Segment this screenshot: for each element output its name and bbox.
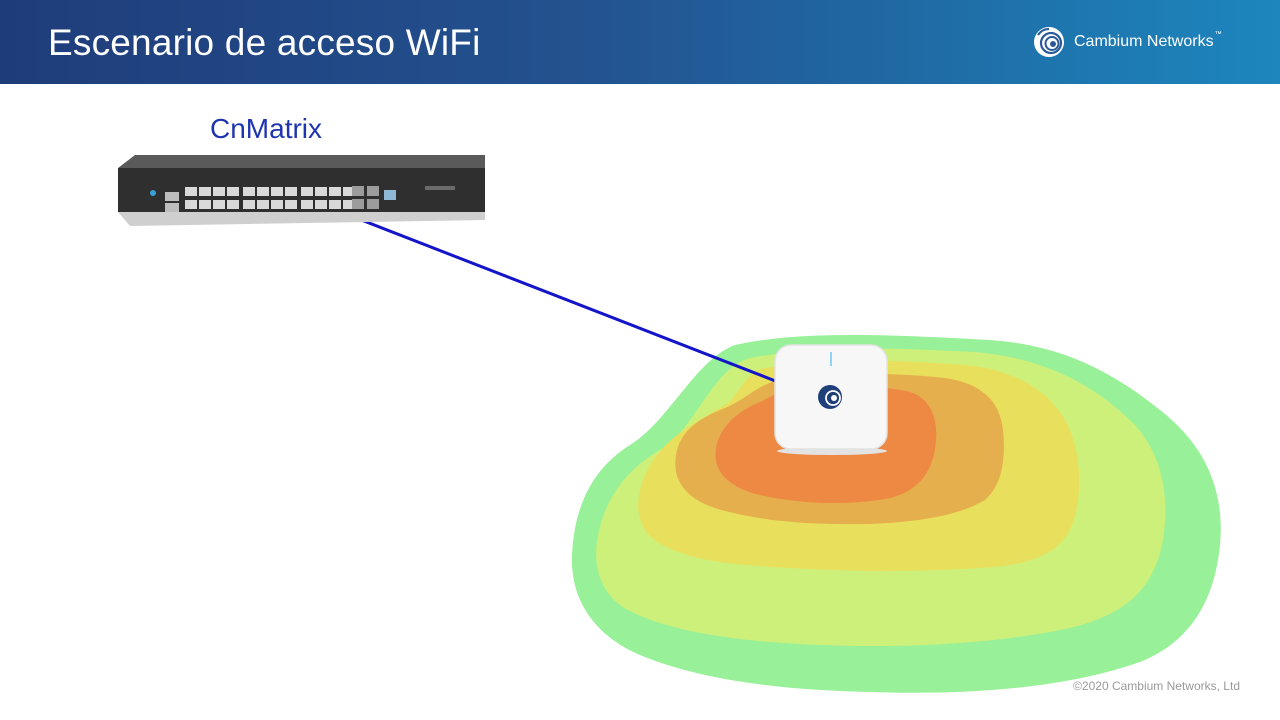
ap-led-indicator [830, 352, 832, 366]
slide-title: Escenario de acceso WiFi [48, 22, 481, 63]
switch-mgmt-port [384, 190, 396, 200]
ap-cambium-logo-icon [818, 385, 842, 409]
switch-console-ports [165, 192, 179, 212]
brand-name: Cambium Networks™ [1074, 31, 1222, 50]
copyright-footer: ©2020 Cambium Networks, Ltd [1073, 679, 1240, 693]
cnmatrix-switch [118, 155, 485, 226]
switch-model-badge [425, 186, 455, 190]
switch-logo-icon [150, 190, 156, 196]
brand-logo: Cambium Networks™ [1032, 26, 1222, 58]
switch-top-face [118, 155, 485, 168]
switch-ethernet-ports [185, 187, 355, 209]
cambium-swirl-icon [1034, 27, 1064, 57]
switch-label: CnMatrix [210, 113, 323, 144]
ethernet-link-line [309, 198, 779, 384]
access-point-device [774, 344, 888, 455]
switch-sfp-ports [352, 186, 379, 209]
switch-base [118, 212, 485, 226]
slide-header: Escenario de acceso WiFi Cambium Network… [0, 0, 1280, 84]
wifi-coverage-heatmap [571, 335, 1221, 693]
